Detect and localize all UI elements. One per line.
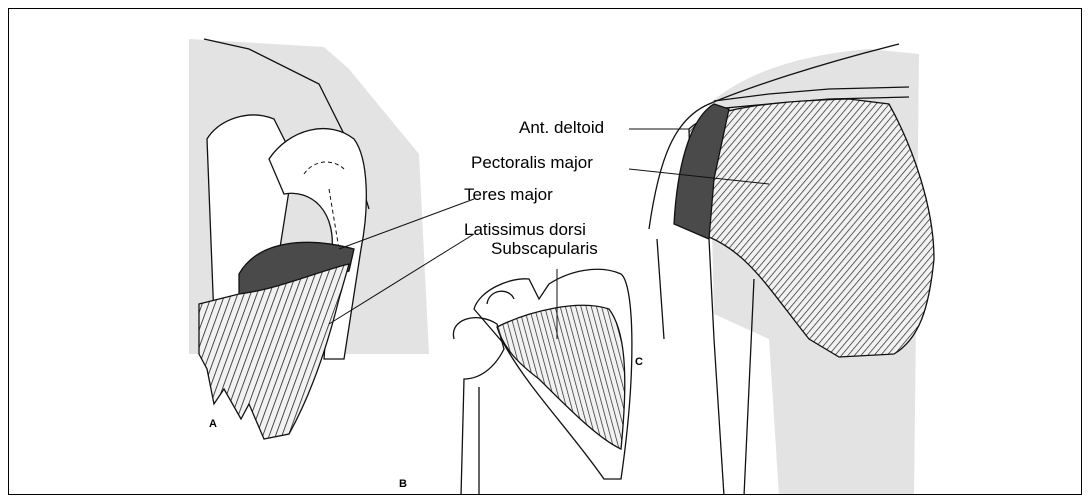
panel-letter-a: A <box>209 419 217 430</box>
label-subscapularis: Subscapularis <box>491 240 598 257</box>
label-ant-deltoid: Ant. deltoid <box>519 119 604 136</box>
panel-b-drawing <box>453 269 631 495</box>
panel-a-drawing <box>189 39 429 439</box>
label-teres-major: Teres major <box>464 186 553 203</box>
label-latissimus-dorsi: Latissimus dorsi <box>464 221 586 238</box>
panel-letter-b: B <box>399 479 407 490</box>
label-pectoralis-major: Pectoralis major <box>471 154 593 171</box>
figure-frame: Teres major Latissimus dorsi Subscapular… <box>8 8 1082 495</box>
panel-c-drawing <box>649 44 934 495</box>
panel-letter-c: C <box>635 357 643 368</box>
